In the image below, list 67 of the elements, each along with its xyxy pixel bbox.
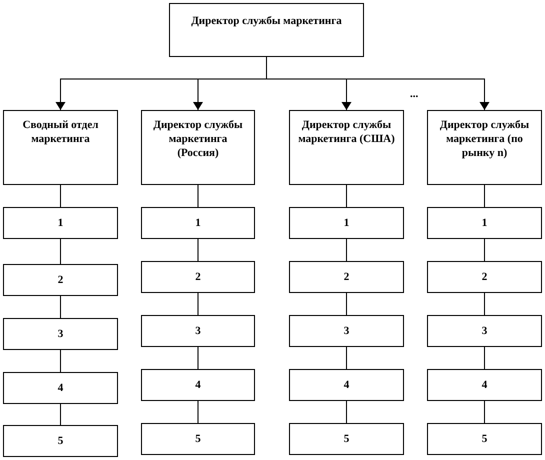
unit-number: 4 [58, 381, 64, 395]
unit-box [289, 207, 404, 239]
ellipsis-label: ... [410, 88, 418, 100]
connector-line [484, 292, 485, 316]
unit-number: 4 [195, 378, 201, 392]
unit-box [427, 207, 542, 239]
connector-line [346, 400, 347, 424]
unit-number: 3 [344, 324, 350, 338]
position-title: Директор службы маркетинга (Россия) [152, 118, 244, 160]
unit-number: 5 [344, 432, 350, 446]
connector-line [484, 238, 485, 262]
position-title: Директор службы маркетинга (по рынку n) [438, 118, 530, 160]
unit-box [3, 372, 118, 404]
position-title: Директор службы маркетинга [190, 14, 343, 28]
unit-box [141, 315, 255, 347]
unit-number: 1 [195, 216, 201, 230]
unit-number: 3 [482, 324, 488, 338]
unit-number: 2 [482, 270, 488, 284]
unit-number: 2 [195, 270, 201, 284]
unit-box [3, 425, 118, 457]
unit-number: 5 [482, 432, 488, 446]
connector-line [60, 404, 61, 426]
unit-number: 1 [482, 216, 488, 230]
position-box [141, 110, 255, 185]
position-title: Директор службы маркетинга (США) [297, 118, 396, 146]
unit-box [289, 315, 404, 347]
unit-box [3, 264, 118, 296]
unit-number: 5 [195, 432, 201, 446]
unit-box [289, 423, 404, 455]
unit-box [141, 369, 255, 401]
connector-line [484, 400, 485, 424]
connector-line [60, 184, 61, 208]
connector-line [346, 184, 347, 208]
unit-number: 2 [344, 270, 350, 284]
connector-line [346, 346, 347, 370]
position-title: Сводный отдел маркетинга [22, 118, 100, 146]
unit-box [427, 423, 542, 455]
position-box [3, 110, 118, 185]
position-box [169, 3, 364, 57]
unit-box [3, 207, 118, 239]
unit-number: 4 [482, 378, 488, 392]
unit-box [3, 318, 118, 350]
unit-number: 5 [58, 434, 64, 448]
connector-line [484, 346, 485, 370]
unit-number: 1 [58, 216, 64, 230]
unit-box [289, 261, 404, 293]
unit-box [141, 423, 255, 455]
unit-box [141, 261, 255, 293]
connector-line [60, 238, 61, 264]
connector-line [346, 238, 347, 262]
connector-line [60, 296, 61, 318]
position-box [289, 110, 404, 185]
connector-line [60, 350, 61, 372]
unit-number: 4 [344, 378, 350, 392]
unit-number: 2 [58, 273, 64, 287]
position-box [427, 110, 542, 185]
unit-box [427, 315, 542, 347]
connector-line [346, 292, 347, 316]
unit-number: 1 [344, 216, 350, 230]
connector-line [484, 184, 485, 208]
unit-box [289, 369, 404, 401]
arrow [266, 56, 490, 110]
unit-box [427, 261, 542, 293]
unit-number: 3 [195, 324, 201, 338]
unit-number: 3 [58, 327, 64, 341]
unit-box [141, 207, 255, 239]
unit-box [427, 369, 542, 401]
